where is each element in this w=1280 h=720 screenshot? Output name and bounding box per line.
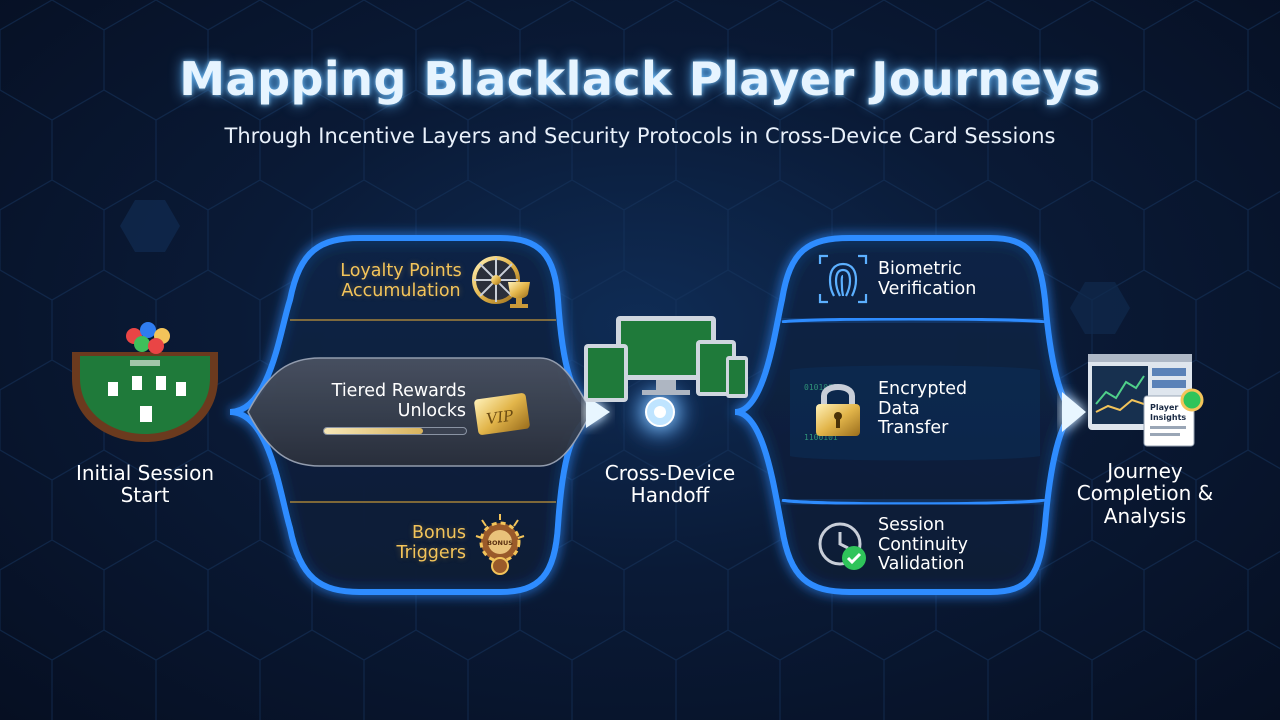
svg-text:Player: Player bbox=[1150, 403, 1178, 412]
page-subtitle: Through Incentive Layers and Security Pr… bbox=[224, 124, 1056, 148]
vip-card-icon: VIP bbox=[474, 393, 530, 435]
tiered-rewards-progress bbox=[323, 427, 467, 435]
tiered-rewards-progress-fill bbox=[324, 428, 424, 434]
arrow-to-completion bbox=[1062, 392, 1086, 432]
incentive-layers-panel bbox=[229, 235, 602, 595]
session-continuity-label: Session Continuity Validation bbox=[878, 515, 969, 575]
clock-check-icon bbox=[818, 522, 866, 570]
svg-text:1100101: 1100101 bbox=[804, 433, 838, 442]
tiered-rewards-label: Tiered Rewards Unlocks bbox=[331, 381, 466, 421]
wheel-trophy-icon bbox=[472, 256, 530, 308]
blackjack-table-icon bbox=[72, 322, 218, 442]
page-title: Mapping Blacklack Player Journeys bbox=[179, 52, 1101, 106]
svg-text:0101001: 0101001 bbox=[804, 383, 838, 392]
stage-journey-completion: Journey Completion & Analysis bbox=[1076, 459, 1214, 528]
dashboard-icon: Player Insights bbox=[1088, 354, 1204, 447]
svg-text:Insights: Insights bbox=[1150, 413, 1186, 422]
bonus-chip-icon: BONUS bbox=[475, 514, 525, 575]
arrow-to-handoff bbox=[586, 396, 610, 428]
devices-icon bbox=[584, 316, 748, 402]
loyalty-points-label: Loyalty Points Accumulation bbox=[340, 261, 462, 301]
bonus-triggers-label: Bonus Triggers bbox=[396, 523, 466, 563]
svg-text:BONUS: BONUS bbox=[487, 539, 513, 547]
stage-cross-device-handoff: Cross-Device Handoff bbox=[604, 461, 736, 508]
stage-initial-session: Initial Session Start bbox=[75, 461, 214, 508]
handoff-orb-icon bbox=[630, 382, 690, 442]
encrypted-data-transfer-label: Encrypted Data Transfer bbox=[878, 379, 968, 439]
security-protocols-panel bbox=[734, 235, 1082, 595]
svg-text:VIP: VIP bbox=[485, 406, 515, 428]
biometric-verification-label: Biometric Verification bbox=[878, 259, 977, 299]
fingerprint-icon bbox=[818, 254, 868, 304]
padlock-icon: 0101001 1100101 bbox=[804, 383, 860, 442]
